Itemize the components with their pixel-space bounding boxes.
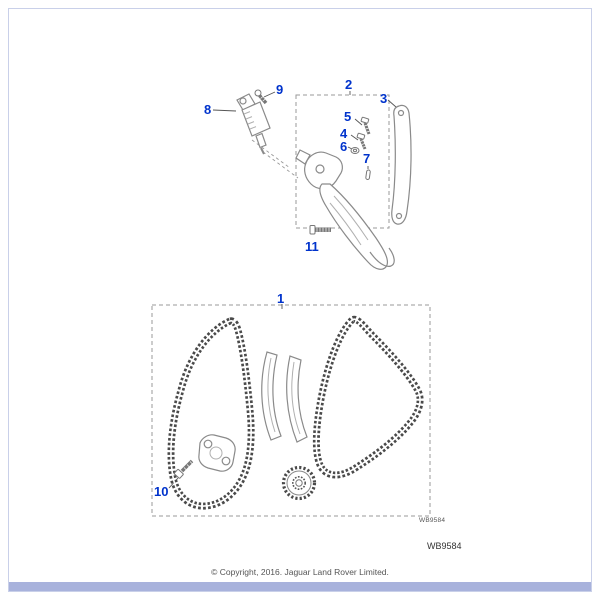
chain-guide-left [261, 351, 282, 441]
bolt-part-5 [360, 116, 371, 135]
timing-chain-left [167, 317, 255, 510]
callout-leader-lines [168, 91, 397, 489]
tensioner-arm-assembly [295, 149, 395, 270]
bolt-part-10 [173, 459, 194, 479]
footer-accent-bar [9, 582, 591, 591]
callout-9[interactable]: 9 [276, 82, 284, 97]
callout-7[interactable]: 7 [363, 151, 371, 166]
callout-8[interactable]: 8 [204, 102, 212, 117]
diagram-code-inner: WB9584 [419, 517, 446, 524]
callout-10[interactable]: 10 [154, 484, 169, 499]
crankshaft-sprocket [281, 465, 317, 501]
bolt-part-11 [309, 225, 331, 235]
callout-4[interactable]: 4 [340, 126, 348, 141]
callout-2[interactable]: 2 [345, 77, 353, 92]
chain-tensioner-part-8 [236, 93, 271, 155]
callout-5[interactable]: 5 [344, 109, 352, 124]
tensioner-mount-bracket [198, 434, 236, 472]
diagram-code: WB9584 [427, 541, 462, 551]
callout-11[interactable]: 11 [305, 239, 319, 254]
assembly-guide-lines [251, 139, 299, 179]
copyright-text: © Copyright, 2016. Jaguar Land Rover Lim… [211, 567, 389, 577]
bolt-part-9 [254, 89, 268, 105]
washer-part-6 [350, 147, 360, 154]
timing-chain-right [312, 315, 424, 479]
chain-guide-right [286, 355, 308, 443]
callout-1[interactable]: 1 [277, 291, 285, 306]
callout-3[interactable]: 3 [380, 91, 388, 106]
group-box-tensioner-kit [295, 94, 390, 229]
callout-6[interactable]: 6 [340, 139, 348, 154]
stud-part-7 [365, 169, 371, 180]
tensioner-blade-part-3 [391, 104, 412, 225]
bolt-part-4 [356, 132, 367, 150]
